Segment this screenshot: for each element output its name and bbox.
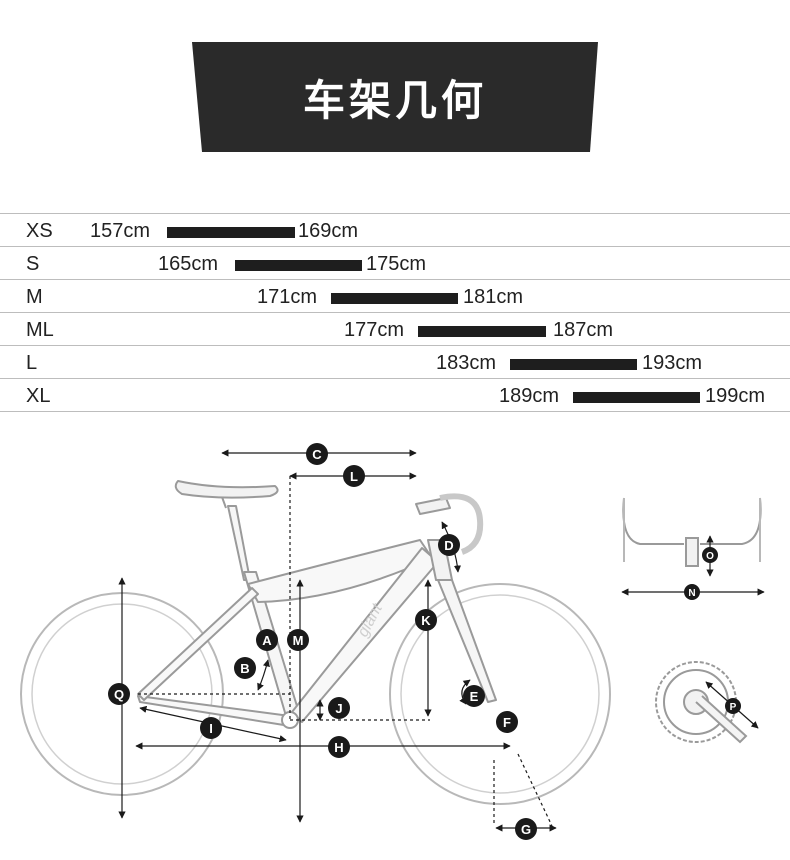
badge-b: B [234, 657, 256, 679]
size-row-ml: ML 177cm 187cm [0, 312, 790, 345]
svg-text:P: P [730, 702, 737, 713]
badge-a: A [256, 629, 278, 651]
size-row-xs: XS 157cm 169cm [0, 213, 790, 246]
svg-text:Q: Q [114, 687, 124, 702]
svg-text:F: F [503, 715, 511, 730]
badge-g: G [515, 818, 537, 840]
badge-p: P [725, 698, 741, 714]
badge-j: J [328, 697, 350, 719]
badge-d: D [438, 534, 460, 556]
size-row-xl: XL 189cm 199cm [0, 378, 790, 412]
badge-q: Q [108, 683, 130, 705]
svg-text:I: I [209, 721, 213, 736]
svg-text:J: J [335, 701, 342, 716]
svg-text:H: H [334, 740, 343, 755]
svg-text:D: D [444, 538, 453, 553]
height-range-bar [167, 227, 295, 238]
svg-text:G: G [521, 822, 531, 837]
badge-c: C [306, 443, 328, 465]
size-chart: XS 157cm 169cm S 165cm 175cm M 171cm 181… [0, 213, 790, 412]
height-min: 157cm [90, 220, 151, 242]
badge-e: E [463, 685, 485, 707]
badge-f: F [496, 711, 518, 733]
size-label: ML [26, 319, 54, 341]
height-range-bar [573, 392, 700, 403]
height-range-bar [510, 359, 637, 370]
handlebar-detail [622, 497, 762, 567]
front-wheel [389, 583, 611, 805]
svg-text:C: C [312, 447, 322, 462]
svg-text:B: B [240, 661, 249, 676]
size-label: XS [26, 220, 53, 242]
badge-n: N [684, 584, 700, 600]
size-label: S [26, 253, 40, 275]
title-banner: 车架几何 [192, 42, 598, 152]
badge-h: H [328, 736, 350, 758]
size-label: L [26, 352, 38, 374]
height-max: 187cm [553, 319, 614, 341]
height-max: 169cm [298, 220, 359, 242]
height-min: 165cm [158, 253, 219, 275]
height-max: 181cm [463, 286, 524, 308]
height-max: 199cm [705, 385, 766, 407]
svg-text:N: N [688, 588, 695, 599]
page-title: 车架几何 [302, 75, 487, 125]
bike-geometry-svg: giant [20, 443, 765, 840]
svg-text:L: L [350, 469, 358, 484]
height-min: 189cm [499, 385, 560, 407]
badge-i: I [200, 717, 222, 739]
height-max: 175cm [366, 253, 427, 275]
size-label: XL [26, 385, 51, 407]
svg-text:M: M [293, 633, 304, 648]
height-min: 177cm [344, 319, 405, 341]
size-label: M [26, 286, 43, 308]
svg-text:A: A [262, 633, 272, 648]
size-row-l: L 183cm 193cm [0, 345, 790, 378]
badge-m: M [287, 629, 309, 651]
height-min: 171cm [257, 286, 318, 308]
height-min: 183cm [436, 352, 497, 374]
height-range-bar [235, 260, 362, 271]
size-row-m: M 171cm 181cm [0, 279, 790, 312]
geometry-diagram: giant [0, 432, 790, 855]
badge-l: L [343, 465, 365, 487]
bike-frame [137, 480, 497, 729]
svg-text:O: O [706, 551, 714, 562]
size-row-s: S 165cm 175cm [0, 246, 790, 279]
svg-text:K: K [421, 613, 431, 628]
badge-k: K [415, 609, 437, 631]
badge-o: O [702, 547, 718, 563]
banner-background [192, 42, 598, 152]
height-max: 193cm [642, 352, 703, 374]
height-range-bar [331, 293, 458, 304]
svg-text:E: E [470, 689, 479, 704]
height-range-bar [418, 326, 546, 337]
